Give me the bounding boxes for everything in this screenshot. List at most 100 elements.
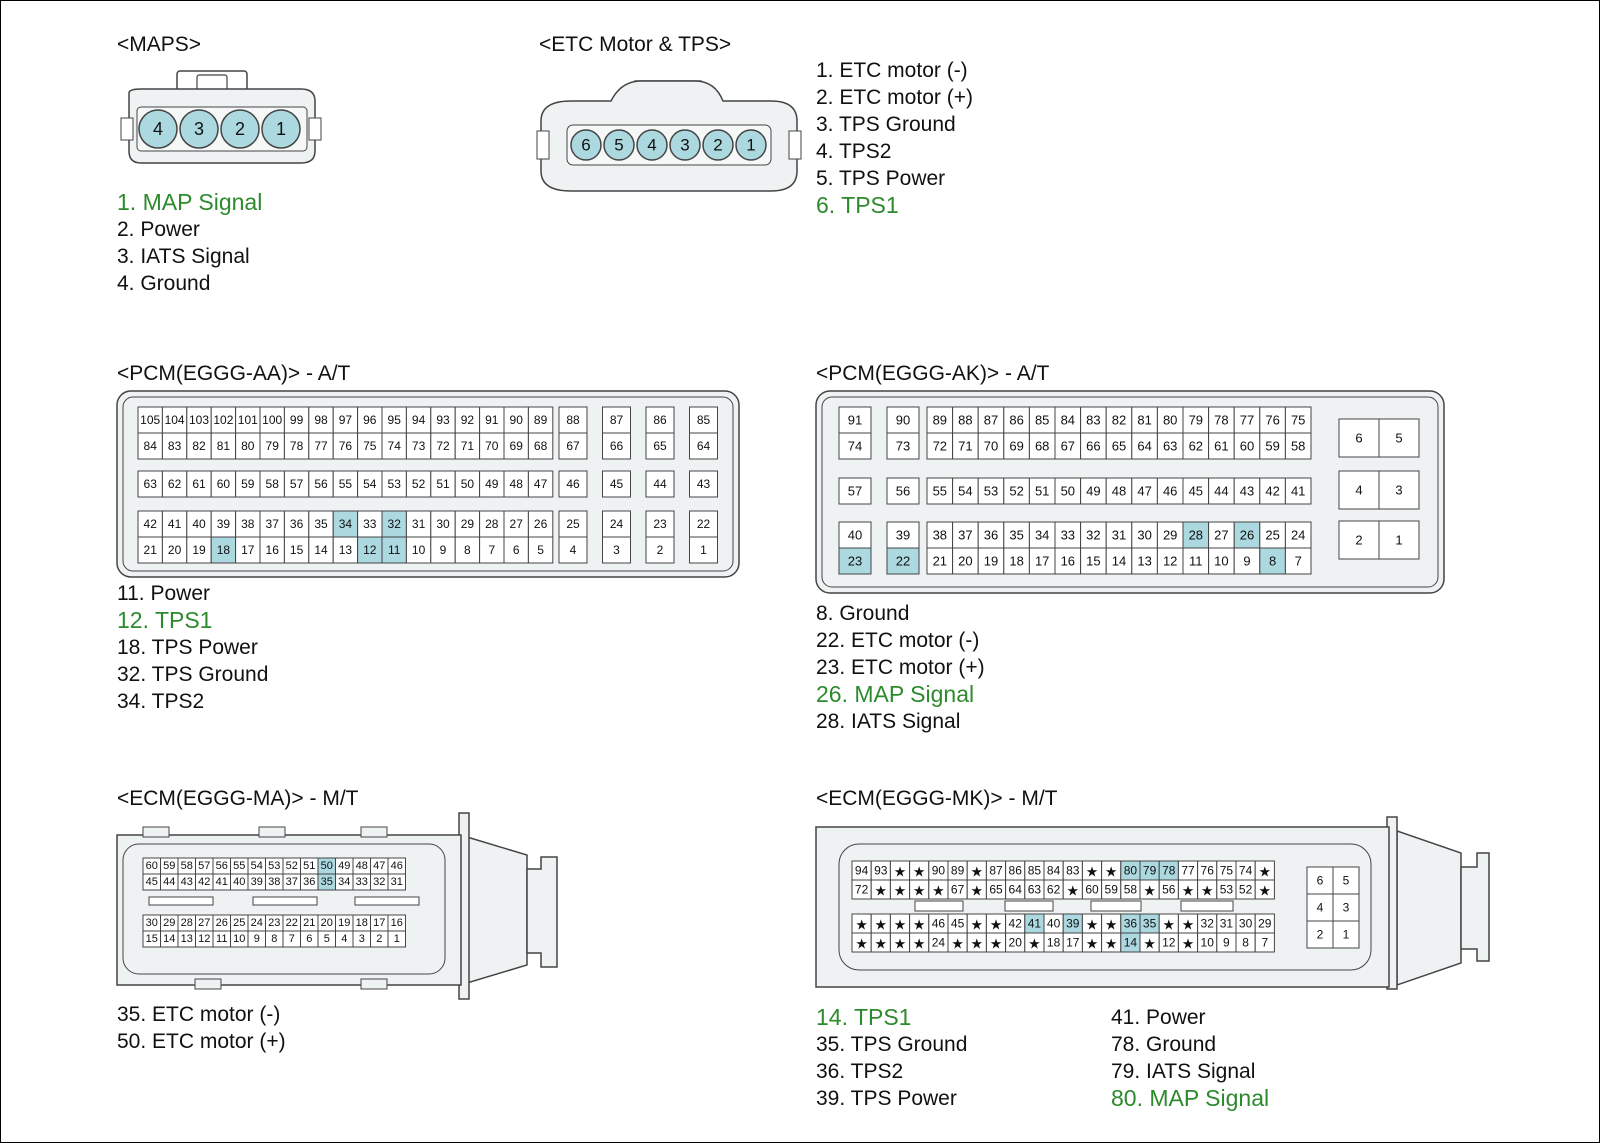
pin-cell — [645, 536, 675, 564]
pin-number: 31 — [412, 517, 426, 531]
unused-pin-star: ★ — [932, 883, 945, 899]
pin-cell — [952, 477, 979, 505]
pin-number: 37 — [266, 517, 280, 531]
pin-number: 62 — [168, 477, 182, 491]
pin-number: 93 — [436, 413, 450, 427]
pin-number: 75 — [363, 439, 377, 453]
maps-pin — [220, 109, 260, 149]
pin-number: 75 — [1291, 413, 1305, 428]
pin-number: 90 — [932, 864, 946, 878]
pin-number: 60 — [1085, 883, 1099, 897]
pin-number: 32 — [1086, 528, 1100, 543]
pin-cell — [1182, 477, 1210, 505]
pin-number: 55 — [933, 484, 947, 499]
pin-number: 72 — [933, 439, 947, 454]
pin-number: 5 — [1343, 874, 1350, 888]
pin-number: 42 — [1009, 917, 1023, 931]
pin-number: 44 — [1214, 484, 1228, 499]
unused-pin-star: ★ — [913, 936, 926, 952]
pin-cell — [210, 470, 237, 498]
pin-number: 27 — [1214, 528, 1228, 543]
pin-number: 54 — [958, 484, 972, 499]
pin-number: 29 — [1163, 528, 1177, 543]
pin-cell — [1208, 521, 1235, 549]
pin-number: 46 — [566, 477, 580, 491]
pin-cell — [161, 470, 188, 498]
pin-cell — [689, 470, 718, 498]
pin-number: 42 — [144, 517, 158, 531]
pin-number: 46 — [1163, 484, 1177, 499]
pin-cell — [977, 547, 1005, 575]
pin-cell — [381, 470, 407, 498]
pin-number: 56 — [1162, 883, 1176, 897]
pin-cell — [886, 477, 920, 505]
pin-cell — [479, 536, 505, 564]
pin-number: 93 — [874, 864, 888, 878]
pin-number: 71 — [461, 439, 475, 453]
pin-cell — [1259, 547, 1286, 575]
pin-number: 2 — [657, 543, 664, 557]
pin-number: 69 — [510, 439, 524, 453]
pin-number: 21 — [303, 917, 315, 929]
pin-number: 103 — [189, 413, 209, 427]
pin-cell — [235, 470, 261, 498]
unused-pin-star: ★ — [855, 936, 868, 952]
pin-number: 9 — [1223, 936, 1230, 950]
pin-cell — [235, 432, 261, 460]
pin-cell — [137, 470, 163, 498]
pin-number: 49 — [485, 477, 499, 491]
pin-number: 10 — [1201, 936, 1215, 950]
pin-number: 6 — [1317, 874, 1324, 888]
pin-cell — [689, 510, 718, 538]
pin-cell — [1105, 521, 1133, 549]
pin-number: 51 — [436, 477, 450, 491]
pin-number: 48 — [1112, 484, 1126, 499]
pin-number: 85 — [1035, 413, 1049, 428]
pin-number: 54 — [363, 477, 377, 491]
unused-pin-star: ★ — [1163, 917, 1176, 933]
pin-cell — [558, 432, 588, 460]
pin-number: 36 — [290, 517, 304, 531]
pin-number: 60 — [146, 860, 158, 872]
pin-number: 67 — [566, 439, 580, 453]
pin-number: 8 — [464, 543, 471, 557]
pin-number: 44 — [163, 876, 175, 888]
pin-cell — [926, 477, 954, 505]
pin-number: 35 — [1009, 528, 1023, 543]
unused-pin-star: ★ — [1182, 936, 1195, 952]
pin-cell — [332, 510, 359, 538]
unused-pin-star: ★ — [894, 936, 907, 952]
pin-number: 60 — [1240, 439, 1254, 454]
pin-number: 55 — [339, 477, 353, 491]
pin-cell — [645, 470, 675, 498]
pin-cell — [1233, 521, 1261, 549]
pin-cell — [1338, 418, 1380, 458]
pin-cell — [838, 477, 872, 505]
pin-number: 78 — [1162, 864, 1176, 878]
pin-number: 26 — [1240, 528, 1254, 543]
maps-pin — [138, 109, 178, 149]
pin-cell — [886, 547, 920, 575]
pin-number: 89 — [933, 413, 947, 428]
pin-cell — [430, 406, 456, 434]
pin-number: 47 — [1137, 484, 1151, 499]
pin-cell — [479, 406, 505, 434]
etc-side-tab — [536, 130, 550, 160]
pin-number: 9 — [254, 933, 260, 945]
unused-pin-star: ★ — [1259, 864, 1272, 880]
pin-cell — [977, 521, 1005, 549]
pin-number: 13 — [339, 543, 353, 557]
pin-number: 86 — [1009, 864, 1023, 878]
ecm-mk-key — [1180, 900, 1234, 912]
ecm-mk-nose — [1396, 829, 1462, 987]
pin-cell — [602, 510, 631, 538]
pin-cell — [645, 406, 675, 434]
pin-number: 88 — [958, 413, 972, 428]
pin-number: 14 — [163, 933, 175, 945]
pin-number: 1 — [700, 543, 707, 557]
pin-number: 91 — [848, 413, 862, 428]
pin-number: 1 — [1343, 928, 1350, 942]
ecm-ma-title: <ECM(EGGG-MA)> - M/T — [117, 787, 359, 810]
pin-cell — [161, 432, 188, 460]
pin-number: 4 — [570, 543, 577, 557]
